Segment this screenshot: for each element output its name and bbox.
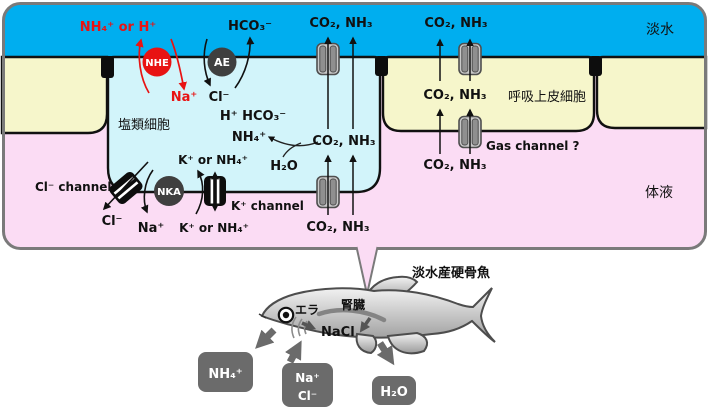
cl-box-label: Cl⁻ xyxy=(298,389,317,403)
gas-molecules-label: CO₂, NH₃ xyxy=(309,16,372,31)
panel-border xyxy=(2,2,707,250)
k-channel-label: K⁺ channel xyxy=(231,199,304,213)
h2o-excretion-arrow xyxy=(376,341,395,366)
nka-na-label: Na⁺ xyxy=(138,221,165,236)
nh4-box-label: NH₄⁺ xyxy=(208,367,242,382)
tight-junction-icon xyxy=(589,56,602,76)
kidney-to-nacl-arrow xyxy=(359,316,372,333)
nacl-label: NaCl xyxy=(321,325,355,340)
na-box-label: Na⁺ xyxy=(295,371,319,385)
nhe-efflux-label: NH₄⁺ or H⁺ xyxy=(80,20,156,35)
chloride-cell-label: 塩類細胞 xyxy=(118,118,170,133)
gas-channel-label: Gas channel ? xyxy=(486,139,580,153)
body-fluid-label: 体液 xyxy=(645,185,673,201)
h2o-box-label: H₂O xyxy=(380,385,408,400)
h2o-chem-label: H₂O xyxy=(270,159,298,174)
ae-influx-arrow xyxy=(203,38,211,87)
fish-illustration xyxy=(258,275,496,355)
nka-k-in-arrow xyxy=(195,169,205,215)
kidney-label: 腎臓 xyxy=(341,297,365,312)
nacl-uptake-arrow xyxy=(285,340,302,364)
freshwater-region xyxy=(4,4,705,58)
anal-fin xyxy=(386,331,429,355)
fish-pupil xyxy=(282,311,290,319)
gas-molecules-label: CO₂, NH₃ xyxy=(423,88,486,103)
fish-mouth xyxy=(258,313,267,319)
ae-efflux-label: HCO₃⁻ xyxy=(228,19,272,34)
nh4-excretion-arrow xyxy=(255,327,277,349)
respiratory-cell-label: 呼吸上皮細胞 xyxy=(508,90,586,105)
ae-label: AE xyxy=(214,56,230,69)
bubble-tail-edge xyxy=(355,246,368,293)
tight-junction-icon xyxy=(101,56,114,78)
cl-channel-label: Cl⁻ channel xyxy=(35,180,112,194)
kidney-organ xyxy=(316,307,387,323)
pavement-cell-left xyxy=(0,55,109,135)
nhe-influx-arrow xyxy=(170,38,187,91)
cl-ion-label: Cl⁻ xyxy=(102,214,123,229)
h2o-box xyxy=(372,376,416,405)
gill-to-nacl-arrow xyxy=(301,320,317,330)
nhe-efflux-arrow xyxy=(135,38,150,94)
nka-label: NKA xyxy=(157,187,181,198)
nh4-chem-label: NH₄⁺ xyxy=(232,130,266,145)
pavement-cell-right xyxy=(595,55,708,130)
gas-molecules-label: CO₂, NH₃ xyxy=(312,134,375,149)
fish-title: 淡水産硬骨魚 xyxy=(412,265,490,281)
gill-label: エラ xyxy=(295,303,319,317)
h-hco3-label: H⁺ HCO₃⁻ xyxy=(220,109,286,124)
tight-junction-icon xyxy=(375,56,388,76)
cl-efflux-arrow xyxy=(102,161,149,211)
nka-transporter xyxy=(154,176,184,206)
nhe-transporter xyxy=(142,47,172,77)
nacl-box xyxy=(282,363,333,407)
nka-k-top-label: K⁺ or NH₄⁺ xyxy=(178,153,248,167)
gas-molecules-label: CO₂, NH₃ xyxy=(306,220,369,235)
bubble-tail xyxy=(356,246,378,293)
pelvic-fin xyxy=(355,332,378,355)
ae-efflux-arrow xyxy=(234,36,255,89)
nhe-label: NHE xyxy=(145,58,169,69)
gas-molecules-label: CO₂, NH₃ xyxy=(423,158,486,173)
h2o-reaction-arrow xyxy=(282,142,302,158)
gas-molecules-label: CO₂, NH₃ xyxy=(424,16,487,31)
bubble-tail-edge xyxy=(366,246,379,293)
nh4-box xyxy=(198,352,253,392)
ae-transporter xyxy=(207,47,237,77)
nka-k-bottom-label: K⁺ or NH₄⁺ xyxy=(179,221,249,235)
freshwater-label: 淡水 xyxy=(646,22,674,38)
nka-na-out-arrow xyxy=(140,169,154,214)
ae-influx-label: Cl⁻ xyxy=(209,90,230,105)
nhe-influx-label: Na⁺ xyxy=(171,90,198,105)
